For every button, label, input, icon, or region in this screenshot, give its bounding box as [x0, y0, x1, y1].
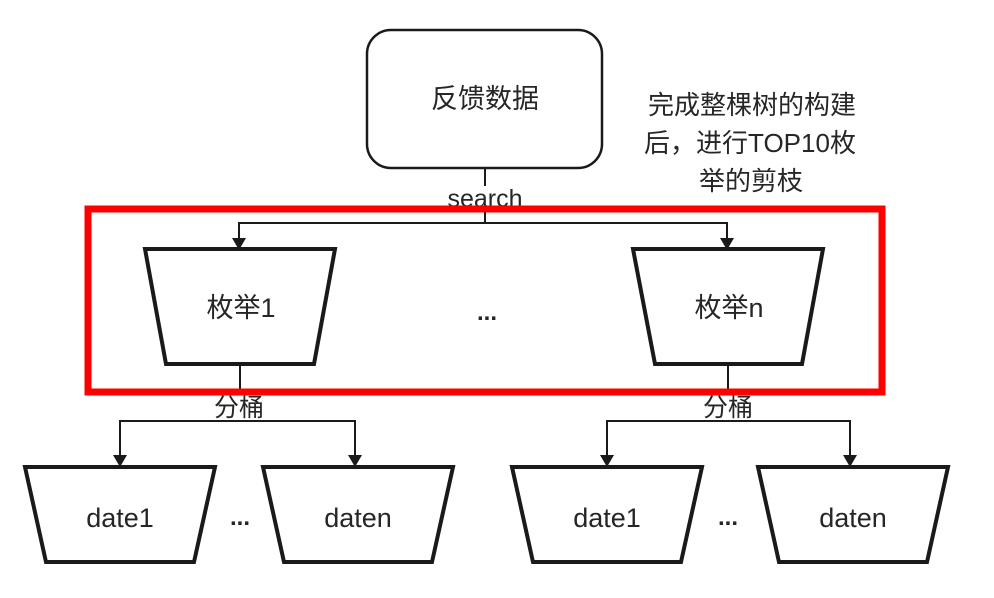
enum-n-node	[630, 247, 826, 366]
annotation-line-2: 后，进行TOP10枚	[644, 128, 856, 158]
date1-label-right: date1	[573, 503, 641, 533]
daten-node-right	[755, 465, 951, 564]
annotation-line-3: 举的剪枝	[699, 166, 803, 196]
edge-bucket-bar-left	[119, 420, 356, 455]
arrowhead-to-daten-right	[843, 455, 857, 467]
bucket-label-left-backing	[210, 394, 268, 420]
arrowhead-to-enum-1	[232, 238, 246, 250]
feedback-data-label: 反馈数据	[431, 84, 539, 114]
daten-label-left: daten	[324, 503, 392, 533]
feedback-data-node	[365, 28, 604, 170]
edge-split-bar	[238, 222, 728, 245]
edge-bucket-bar-right	[606, 420, 851, 455]
date1-node-right	[509, 465, 705, 564]
enum-n-label: 枚举n	[694, 293, 763, 323]
annotation-line-1: 完成整棵树的构建	[648, 90, 856, 120]
bucket-ellipsis-left: ...	[230, 504, 250, 531]
bucket-ellipsis-right: ...	[718, 504, 738, 531]
daten-node-left	[260, 465, 456, 564]
enum-row-ellipsis: ...	[477, 299, 497, 326]
bucket-label-right-backing	[699, 394, 757, 420]
date1-node-left	[22, 465, 218, 564]
arrowhead-to-date1-right	[600, 455, 614, 467]
bucket-edge-label-left: 分桶	[214, 394, 264, 422]
enum-1-node	[142, 247, 338, 366]
enum-1-label: 枚举1	[206, 293, 275, 323]
arrowhead-to-enum-n	[720, 238, 734, 250]
bucket-edge-label-right: 分桶	[703, 394, 753, 422]
arrowhead-to-daten-left	[348, 455, 362, 467]
annotation-note: 完成整棵树的构建 后，进行TOP10枚 举的剪枝	[644, 90, 856, 196]
highlight-box	[84, 205, 886, 396]
date1-label-left: date1	[86, 503, 154, 533]
daten-label-right: daten	[819, 503, 887, 533]
arrowhead-to-date1-left	[113, 455, 127, 467]
